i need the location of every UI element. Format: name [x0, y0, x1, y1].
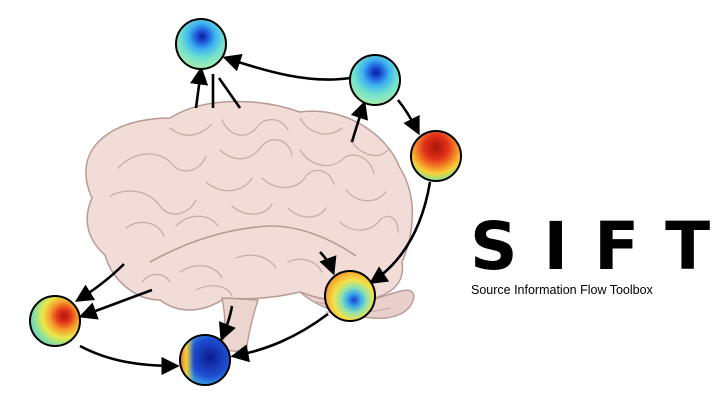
- scalp-map-lower-middle: [324, 270, 376, 322]
- arrow-left-to-bottom: [79, 344, 180, 376]
- logo-title: SIFT: [470, 208, 714, 285]
- arrow-brain-to-left-1: [74, 263, 125, 302]
- scalp-map-upper-right: [349, 54, 401, 106]
- arrow-lower-middle-to-bottom: [230, 312, 329, 363]
- scalp-map-bottom: [179, 334, 231, 386]
- arrow-upper-right-to-right: [396, 99, 420, 136]
- arrow-brain-to-top-3: [217, 77, 242, 109]
- arrow-brain-to-bottom: [218, 305, 236, 342]
- brain-sylvian-fissure: [149, 225, 357, 263]
- scalp-map-left: [29, 295, 81, 347]
- arrow-right-to-lower-middle: [368, 181, 432, 285]
- arrow-upper-right-to-top: [222, 53, 351, 81]
- scalp-map-top: [175, 18, 227, 70]
- arrow-brain-to-lower-middle: [319, 251, 337, 276]
- scalp-map-right: [410, 130, 462, 182]
- connection-arrows: [74, 53, 432, 376]
- arrow-brain-to-top-1: [190, 66, 209, 109]
- logo-subtitle: Source Information Flow Toolbox: [471, 283, 653, 297]
- arrow-brain-to-left-2: [78, 288, 153, 320]
- arrow-brain-to-upper-right: [350, 100, 369, 143]
